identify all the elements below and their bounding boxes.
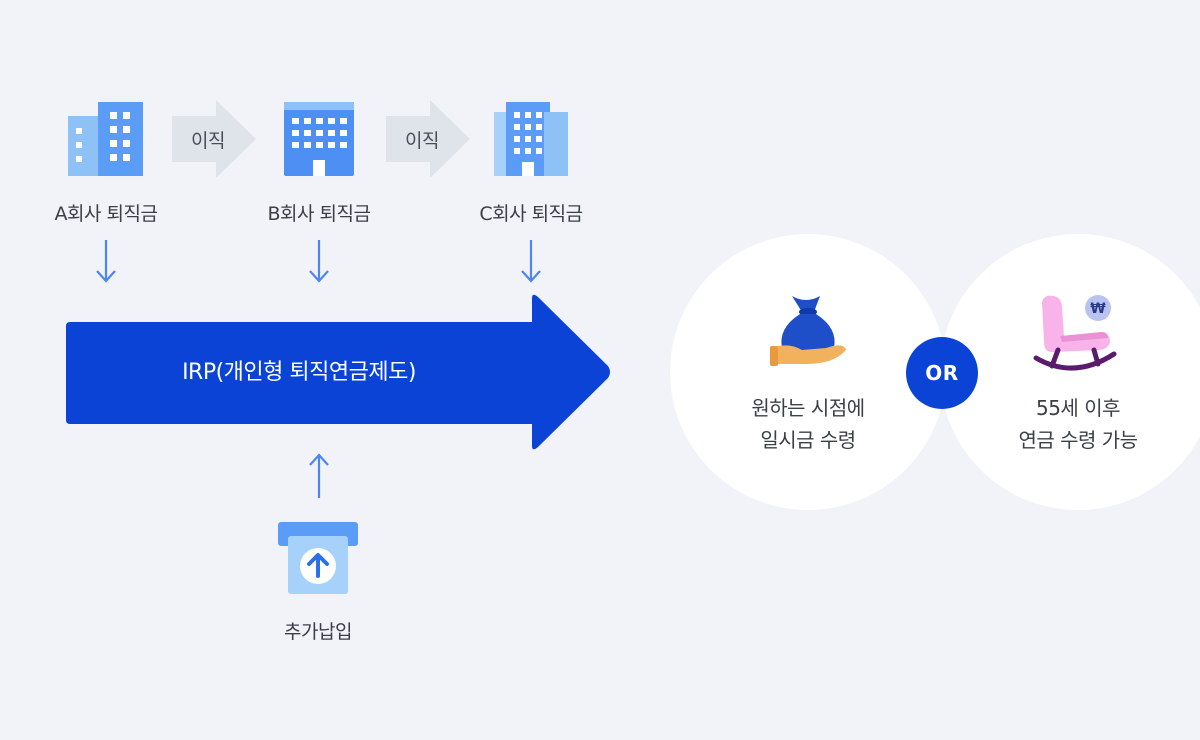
rocking-chair-won-icon: ₩ [1033,295,1117,371]
transition-label: 이직 [191,130,225,152]
pension-text: 55세 이후 연금 수령 가능 [940,392,1200,456]
pension-line-1: 55세 이후 [1035,396,1121,420]
up-arrow-icon [309,453,329,498]
down-arrow-icon [96,240,116,283]
transition-arrow [172,100,256,178]
lump-sum-line-2: 일시금 수령 [760,428,856,452]
or-badge: OR [906,337,978,409]
pension-option [940,234,1200,510]
company-c-label: C회사 퇴직금 [479,203,583,225]
company-a-label: A회사 퇴직금 [54,203,158,225]
company-b-label: B회사 퇴직금 [267,203,371,225]
additional-deposit-label: 추가납입 [284,621,352,643]
lump-sum-text: 원하는 시점에 일시금 수령 [670,392,946,456]
office-building-icon [494,102,568,176]
down-arrow-icon [521,240,541,283]
pension-line-2: 연금 수령 가능 [1018,428,1138,452]
down-arrow-icon [309,240,329,283]
deposit-upload-icon [278,522,358,594]
transition-label: 이직 [405,130,439,152]
office-building-icon [68,102,143,176]
irp-arrow [66,294,610,450]
transition-arrow [386,100,470,178]
lump-sum-line-1: 원하는 시점에 [751,396,865,420]
money-bag-hand-icon [770,296,846,366]
irp-label: IRP(개인형 퇴직연금제도) [182,360,416,385]
lump-sum-option [670,234,946,510]
office-building-icon [284,102,354,176]
svg-text:₩: ₩ [1090,301,1106,317]
